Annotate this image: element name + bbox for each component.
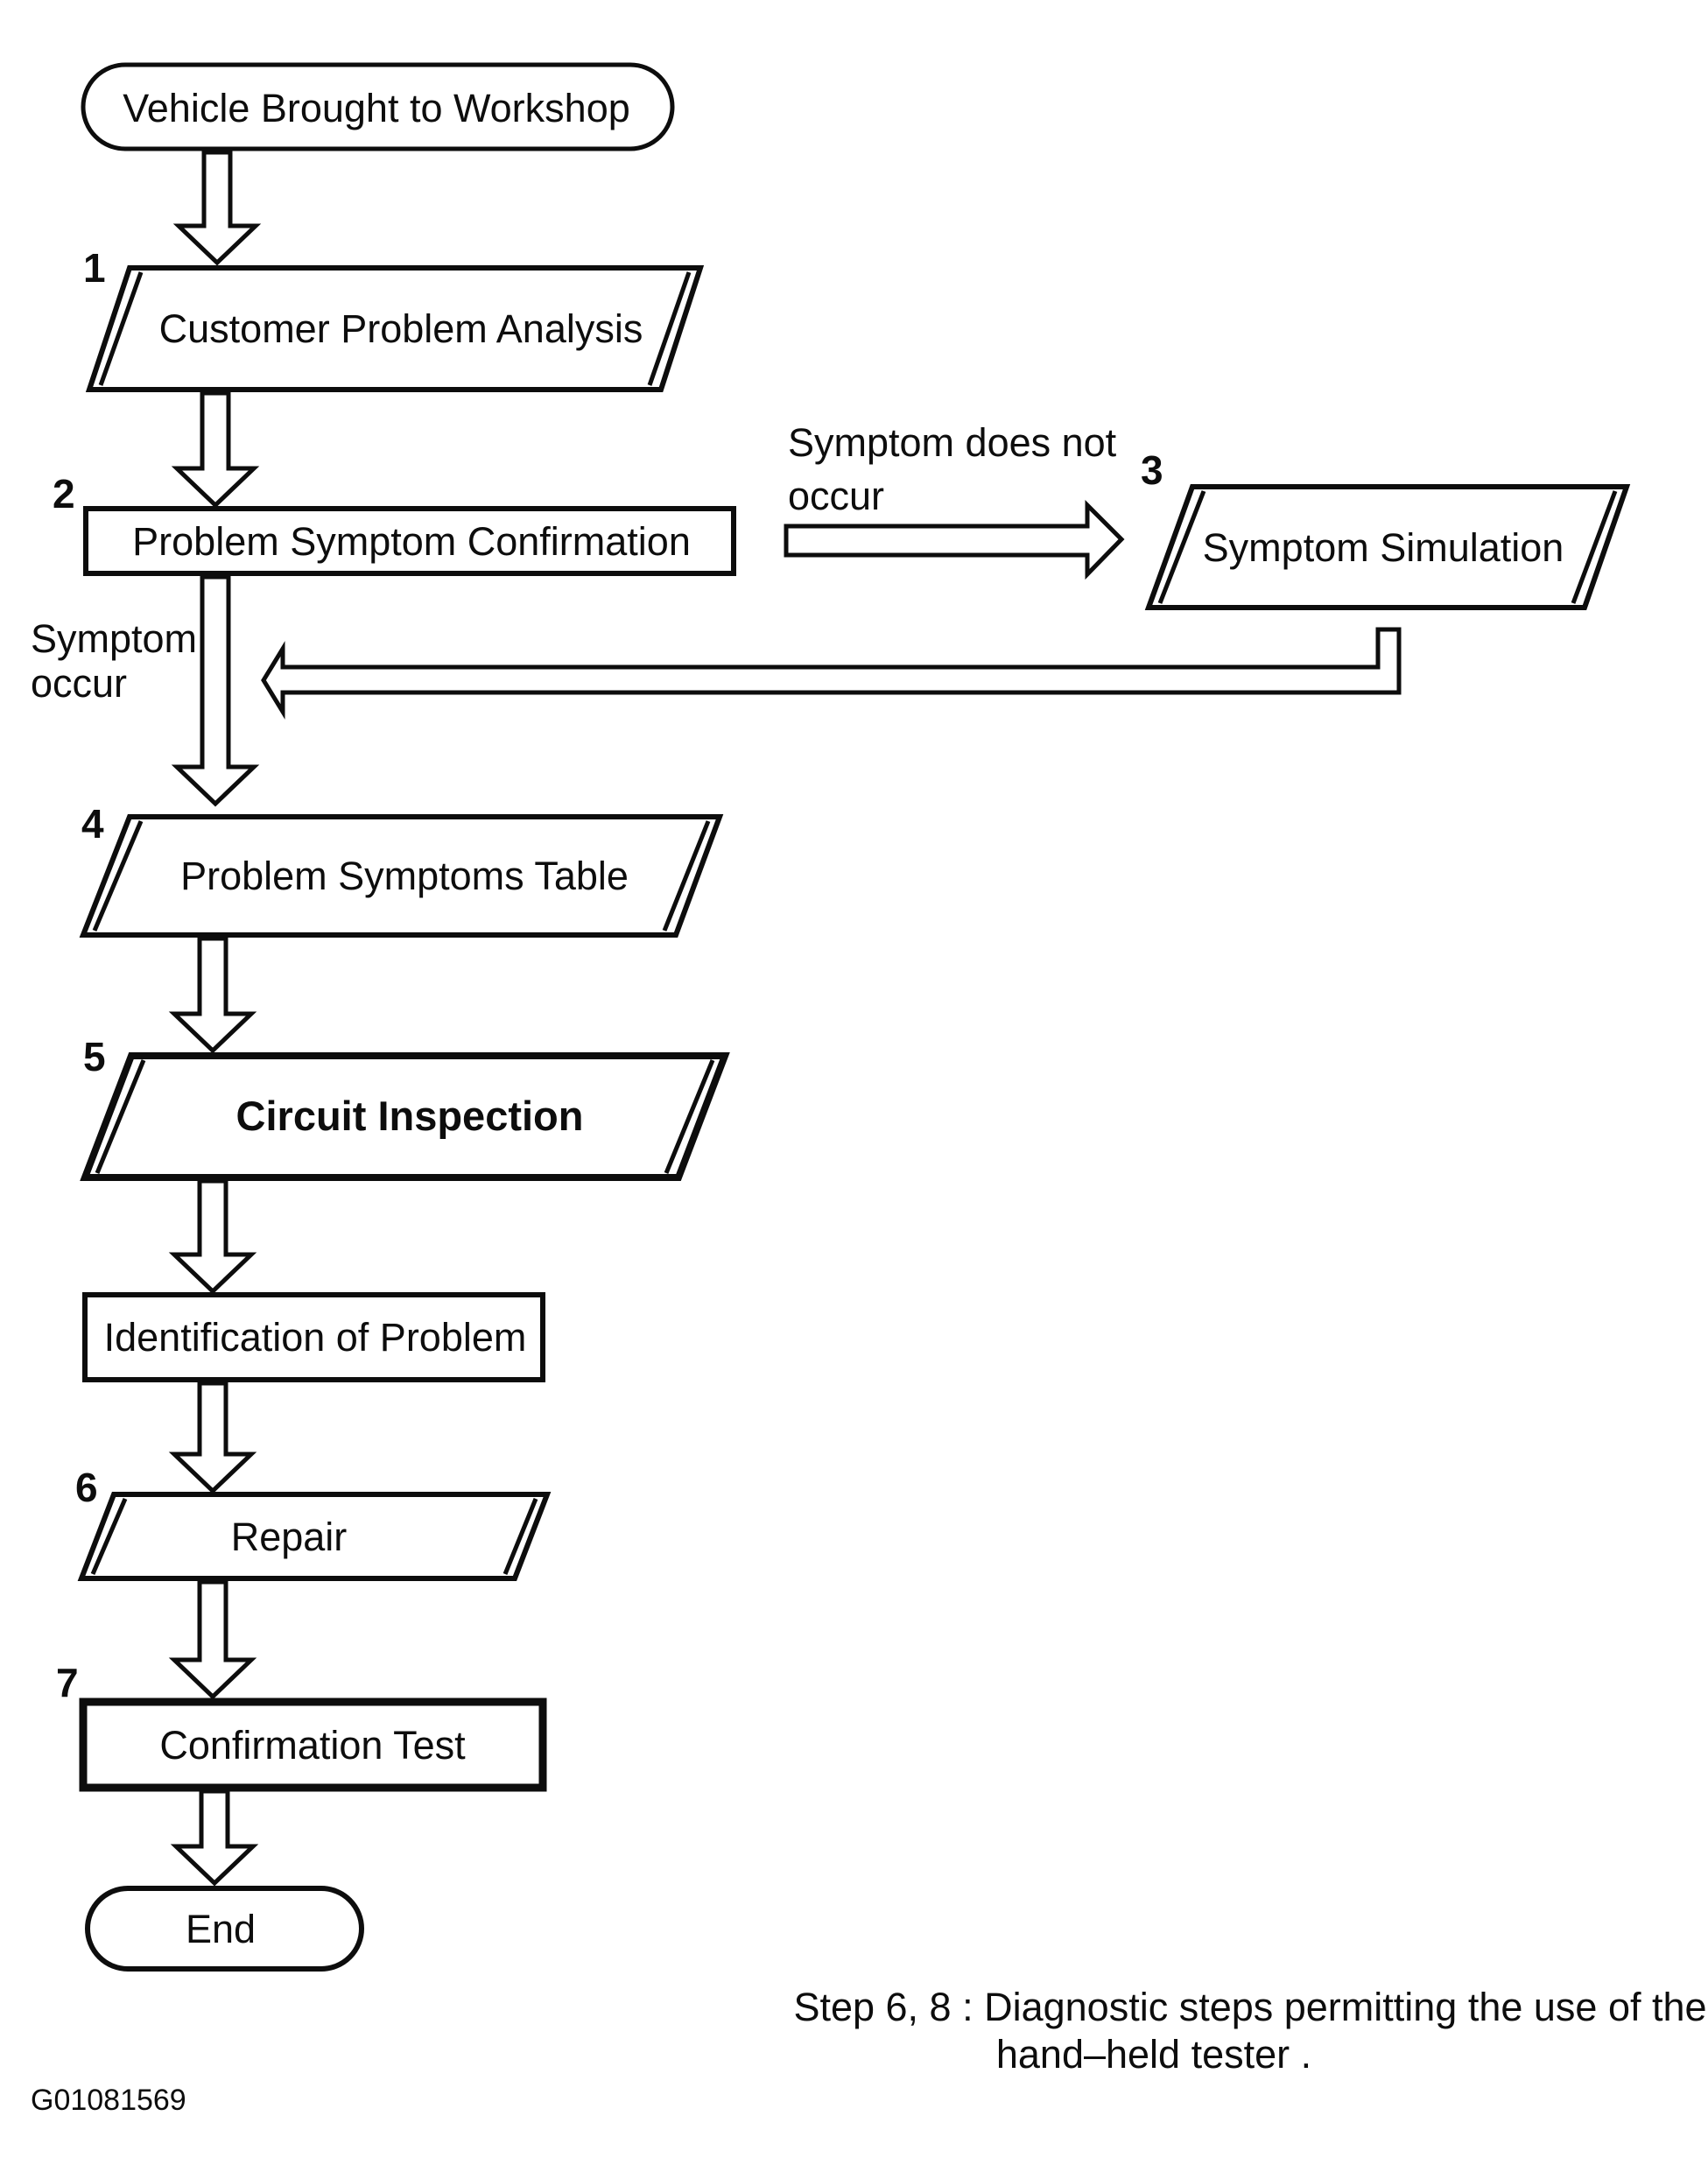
step1-number: 1 (83, 245, 106, 291)
right-flow-arrow (784, 499, 1125, 580)
identification-label: Identification of Problem (104, 1315, 527, 1360)
step6-label: Repair (231, 1515, 348, 1559)
down-arrow-7 (168, 1579, 257, 1700)
step5-label: Circuit Inspection (236, 1093, 584, 1139)
step6-left-edge-line (90, 1498, 128, 1575)
identification-rect (82, 1292, 545, 1382)
step2-number: 2 (53, 471, 75, 517)
step7-number: 7 (56, 1660, 79, 1705)
step4-label: Problem Symptoms Table (180, 854, 629, 898)
figure-id: G01081569 (31, 2084, 186, 2117)
down-arrow-1 (172, 150, 262, 266)
down-arrow-4 (168, 936, 257, 1054)
step3-number: 3 (1141, 447, 1163, 493)
step7-rect (79, 1698, 547, 1792)
caption-line2: hand–held tester . (996, 2032, 1311, 2077)
down-arrow-2 (171, 390, 260, 509)
step2-label: Problem Symptom Confirmation (132, 519, 691, 564)
step2-rect (83, 506, 736, 576)
step7-label: Confirmation Test (159, 1723, 466, 1768)
step6-right-edge-line (503, 1498, 538, 1575)
step1-left-edge-line (98, 271, 144, 386)
step5-number: 5 (83, 1034, 106, 1079)
step4-number: 4 (81, 801, 104, 847)
edge-label-symptom-occur-line1: Symptom (31, 616, 197, 661)
step3-right-edge-line (1571, 490, 1618, 604)
edge-label-symptom-does-not-occur-line2: occur (788, 474, 884, 518)
step1-right-edge-line (647, 271, 692, 386)
start-terminator-label: Vehicle Brought to Workshop (123, 86, 630, 130)
step1-label: Customer Problem Analysis (159, 306, 643, 351)
step1-parallelogram (85, 265, 705, 392)
step4-left-edge-line (92, 820, 144, 931)
step3-label: Symptom Simulation (1203, 525, 1564, 570)
down-arrow-6 (168, 1381, 257, 1494)
end-terminator-label: End (186, 1907, 256, 1951)
step3-parallelogram (1144, 484, 1631, 610)
edge-label-symptom-does-not-occur-line1: Symptom does not (788, 420, 1117, 465)
down-arrow-5 (168, 1178, 257, 1295)
edge-label-symptom-occur-line2: occur (31, 661, 127, 706)
step5-left-edge-line (95, 1059, 146, 1174)
step5-parallelogram (80, 1052, 730, 1181)
step5-right-edge-line (664, 1059, 715, 1174)
down-arrow-3 (171, 574, 260, 807)
return-flow-arrow (261, 627, 1402, 720)
step6-parallelogram (77, 1492, 552, 1581)
caption-line1: Step 6, 8 : Diagnostic steps permitting … (793, 1985, 1706, 2029)
end-terminator-shape (85, 1886, 364, 1972)
start-terminator-shape (81, 62, 675, 151)
step6-number: 6 (75, 1465, 98, 1510)
step3-left-edge-line (1157, 490, 1206, 604)
step4-right-edge-line (662, 820, 711, 931)
step4-parallelogram (79, 814, 724, 938)
down-arrow-8 (170, 1789, 259, 1887)
